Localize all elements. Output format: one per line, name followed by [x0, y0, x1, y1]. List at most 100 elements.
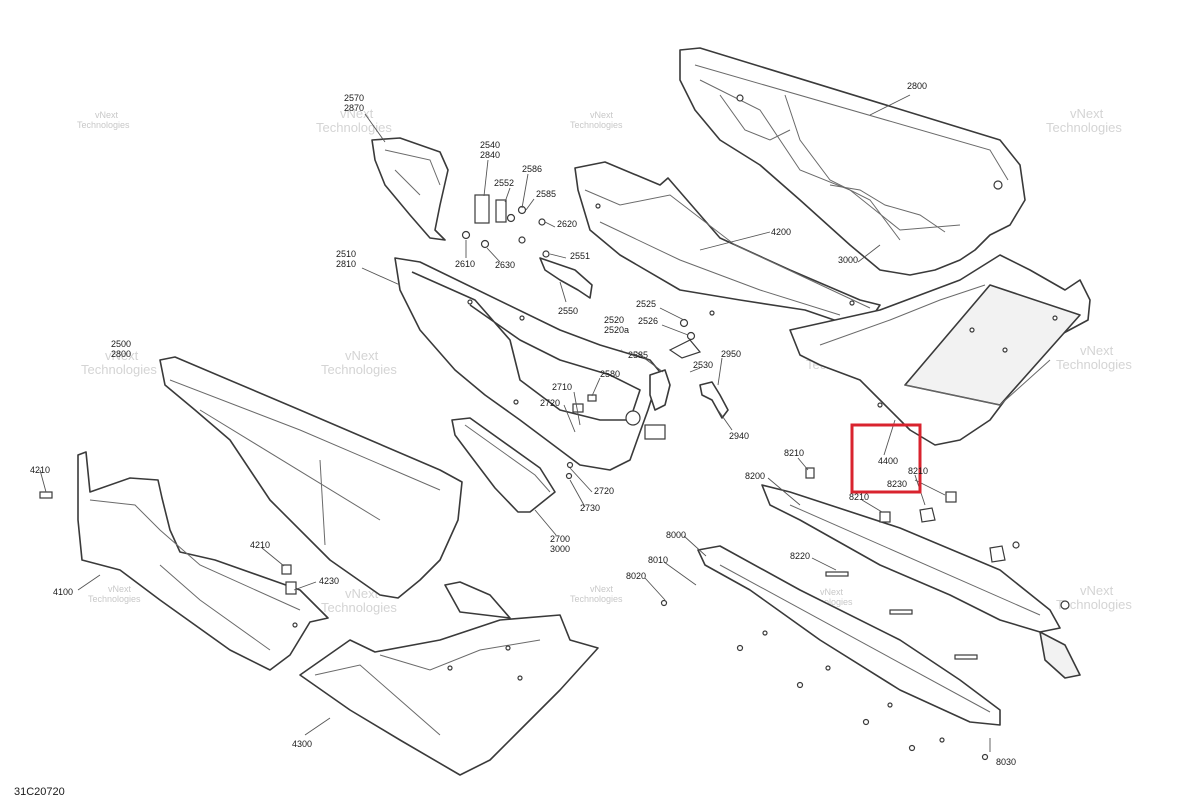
watermark: vNext Technologies	[321, 586, 397, 615]
svg-text:vNext: vNext	[1080, 343, 1114, 358]
callout-label[interactable]: 8230	[887, 479, 907, 489]
callout-label[interactable]: 8210	[784, 448, 804, 458]
callout-label[interactable]: 4300	[292, 739, 312, 749]
callout-label[interactable]: 2586	[522, 164, 542, 174]
svg-text:Technologies: Technologies	[321, 600, 397, 615]
callout-label[interactable]: 2870	[344, 103, 364, 113]
svg-text:vNext: vNext	[345, 586, 379, 601]
svg-text:Technologies: Technologies	[1056, 597, 1132, 612]
callout-label[interactable]: 2800	[907, 81, 927, 91]
svg-text:Technologies: Technologies	[321, 362, 397, 377]
callout-label[interactable]: 4230	[319, 576, 339, 586]
svg-text:vNext: vNext	[1070, 106, 1104, 121]
svg-text:Technologies: Technologies	[88, 594, 141, 604]
callout-label[interactable]: 2950	[721, 349, 741, 359]
part-latch	[572, 318, 729, 419]
svg-text:vNext: vNext	[340, 106, 374, 121]
callout-label[interactable]: 2700	[550, 534, 570, 544]
watermark: vNext Technologies	[1056, 343, 1132, 372]
svg-text:Technologies: Technologies	[77, 120, 130, 130]
part-step-rails	[697, 484, 1081, 726]
svg-text:vNext: vNext	[590, 110, 614, 120]
svg-text:Technologies: Technologies	[1046, 120, 1122, 135]
callout-label[interactable]: 2630	[495, 260, 515, 270]
callout-label[interactable]: 3000	[838, 255, 858, 265]
part-storage-bin	[451, 417, 574, 513]
callout-label[interactable]: 8210	[908, 466, 928, 476]
callout-label[interactable]: 4200	[771, 227, 791, 237]
callout-label[interactable]: 8030	[996, 757, 1016, 767]
svg-text:vNext: vNext	[95, 110, 119, 120]
watermark: vNext Technologies	[316, 106, 392, 135]
svg-text:vNext: vNext	[105, 348, 139, 363]
watermark: vNext Technologies	[570, 110, 623, 130]
watermark: vNext Technologies	[321, 348, 397, 377]
svg-text:Technologies: Technologies	[570, 120, 623, 130]
svg-text:Technologies: Technologies	[1056, 357, 1132, 372]
watermark: vNext Technologies	[570, 584, 623, 604]
svg-text:vNext: vNext	[820, 587, 844, 597]
callout-label[interactable]: 8220	[790, 551, 810, 561]
watermark: vNext Technologies	[800, 587, 853, 607]
callout-label[interactable]: 8000	[666, 530, 686, 540]
callout-label[interactable]: 2550	[558, 306, 578, 316]
callout-label[interactable]: 2520a	[604, 325, 629, 335]
part-lower-skirt	[77, 451, 329, 671]
watermark: vNext Technologies	[1046, 106, 1122, 135]
callout-label[interactable]: 4100	[53, 587, 73, 597]
svg-text:vNext: vNext	[1080, 583, 1114, 598]
callout-label[interactable]: 2720	[594, 486, 614, 496]
callout-label[interactable]: 2940	[729, 431, 749, 441]
callout-label[interactable]: 2810	[336, 259, 356, 269]
svg-text:Technologies: Technologies	[800, 597, 853, 607]
callout-label[interactable]: 2552	[494, 178, 514, 188]
watermark: vNext Technologies	[1056, 583, 1132, 612]
svg-text:Technologies: Technologies	[570, 594, 623, 604]
watermark: vNext Technologies	[77, 110, 130, 130]
part-lower-rear-panel	[789, 254, 1091, 446]
callout-label[interactable]: 2620	[557, 219, 577, 229]
callout-label[interactable]: 2840	[480, 150, 500, 160]
callout-label[interactable]: 4210	[250, 540, 270, 550]
watermark: vNext Technologies	[88, 584, 141, 604]
part-lower-bottom-panel	[299, 581, 599, 776]
svg-text:vNext: vNext	[345, 348, 379, 363]
part-left-hardware	[39, 491, 297, 595]
parts	[39, 47, 1091, 776]
callout-label[interactable]: 8010	[648, 555, 668, 565]
part-bracket-2570	[371, 137, 449, 241]
callout-label[interactable]: 2800	[111, 349, 131, 359]
part-door-panel-upper	[679, 47, 1026, 276]
callout-label[interactable]: 2585	[628, 350, 648, 360]
callout-label[interactable]: 2551	[570, 251, 590, 261]
svg-text:Technologies: Technologies	[81, 362, 157, 377]
callout-label[interactable]: 3000	[550, 544, 570, 554]
highlight-box	[850, 423, 922, 494]
callout-label[interactable]: 2580	[600, 369, 620, 379]
part-hinge-hardware	[461, 194, 593, 299]
callout-label[interactable]: 4400	[878, 456, 898, 466]
callout-label[interactable]: 8020	[626, 571, 646, 581]
part-fasteners	[660, 467, 1070, 761]
callout-label[interactable]: 2585	[536, 189, 556, 199]
callout-label[interactable]: 2526	[638, 316, 658, 326]
callout-label[interactable]: 2730	[580, 503, 600, 513]
callout-label[interactable]: 2520	[604, 315, 624, 325]
callout-labels: 2570 2870 2540 2840 2586 2552 2585 2620 …	[30, 81, 1016, 767]
callout-label[interactable]: 2540	[480, 140, 500, 150]
callout-label[interactable]: 2530	[693, 360, 713, 370]
callout-label[interactable]: 2710	[552, 382, 572, 392]
callout-label[interactable]: 2720	[540, 398, 560, 408]
part-door-frame	[394, 257, 666, 471]
callout-label[interactable]: 2510	[336, 249, 356, 259]
callout-label[interactable]: 2525	[636, 299, 656, 309]
svg-text:vNext: vNext	[590, 584, 614, 594]
callout-label[interactable]: 4210	[30, 465, 50, 475]
callout-label[interactable]: 2610	[455, 259, 475, 269]
callout-label[interactable]: 8210	[849, 492, 869, 502]
callout-label[interactable]: 2570	[344, 93, 364, 103]
callout-label[interactable]: 8200	[745, 471, 765, 481]
part-door-panel-lower	[159, 356, 463, 599]
callout-label[interactable]: 2500	[111, 339, 131, 349]
